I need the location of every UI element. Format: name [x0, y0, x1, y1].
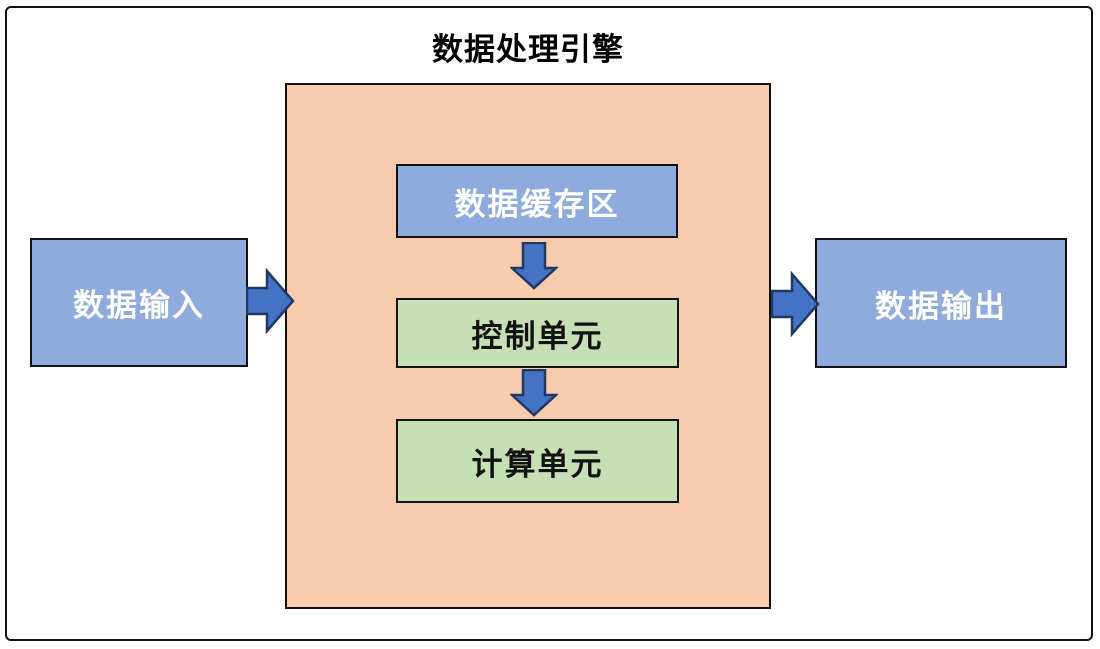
arrow-input-to-engine [246, 268, 295, 334]
node-control-unit: 控制单元 [396, 298, 679, 368]
node-compute-unit-label: 计算单元 [471, 446, 604, 482]
arrow-engine-to-output [771, 271, 820, 337]
node-compute-unit: 计算单元 [396, 419, 679, 503]
diagram-title: 数据处理引擎 [432, 32, 624, 67]
down-arrow-icon [510, 242, 558, 290]
arrow-buffer-to-control [510, 242, 558, 290]
node-data-input-label: 数据输入 [73, 288, 205, 323]
right-arrow-icon [246, 268, 295, 334]
arrow-control-to-compute [510, 369, 558, 417]
processing-engine-container: 数据缓存区 控制单元 计算单元 [285, 83, 771, 609]
node-data-output: 数据输出 [815, 238, 1067, 368]
down-arrow-icon [510, 369, 558, 417]
diagram-outer-frame [5, 6, 1093, 641]
node-data-buffer-label: 数据缓存区 [454, 186, 620, 222]
node-data-input: 数据输入 [30, 238, 248, 367]
node-data-buffer: 数据缓存区 [396, 164, 678, 238]
right-arrow-icon [771, 271, 820, 337]
node-data-output-label: 数据输出 [875, 288, 1007, 324]
node-control-unit-label: 控制单元 [471, 318, 604, 354]
